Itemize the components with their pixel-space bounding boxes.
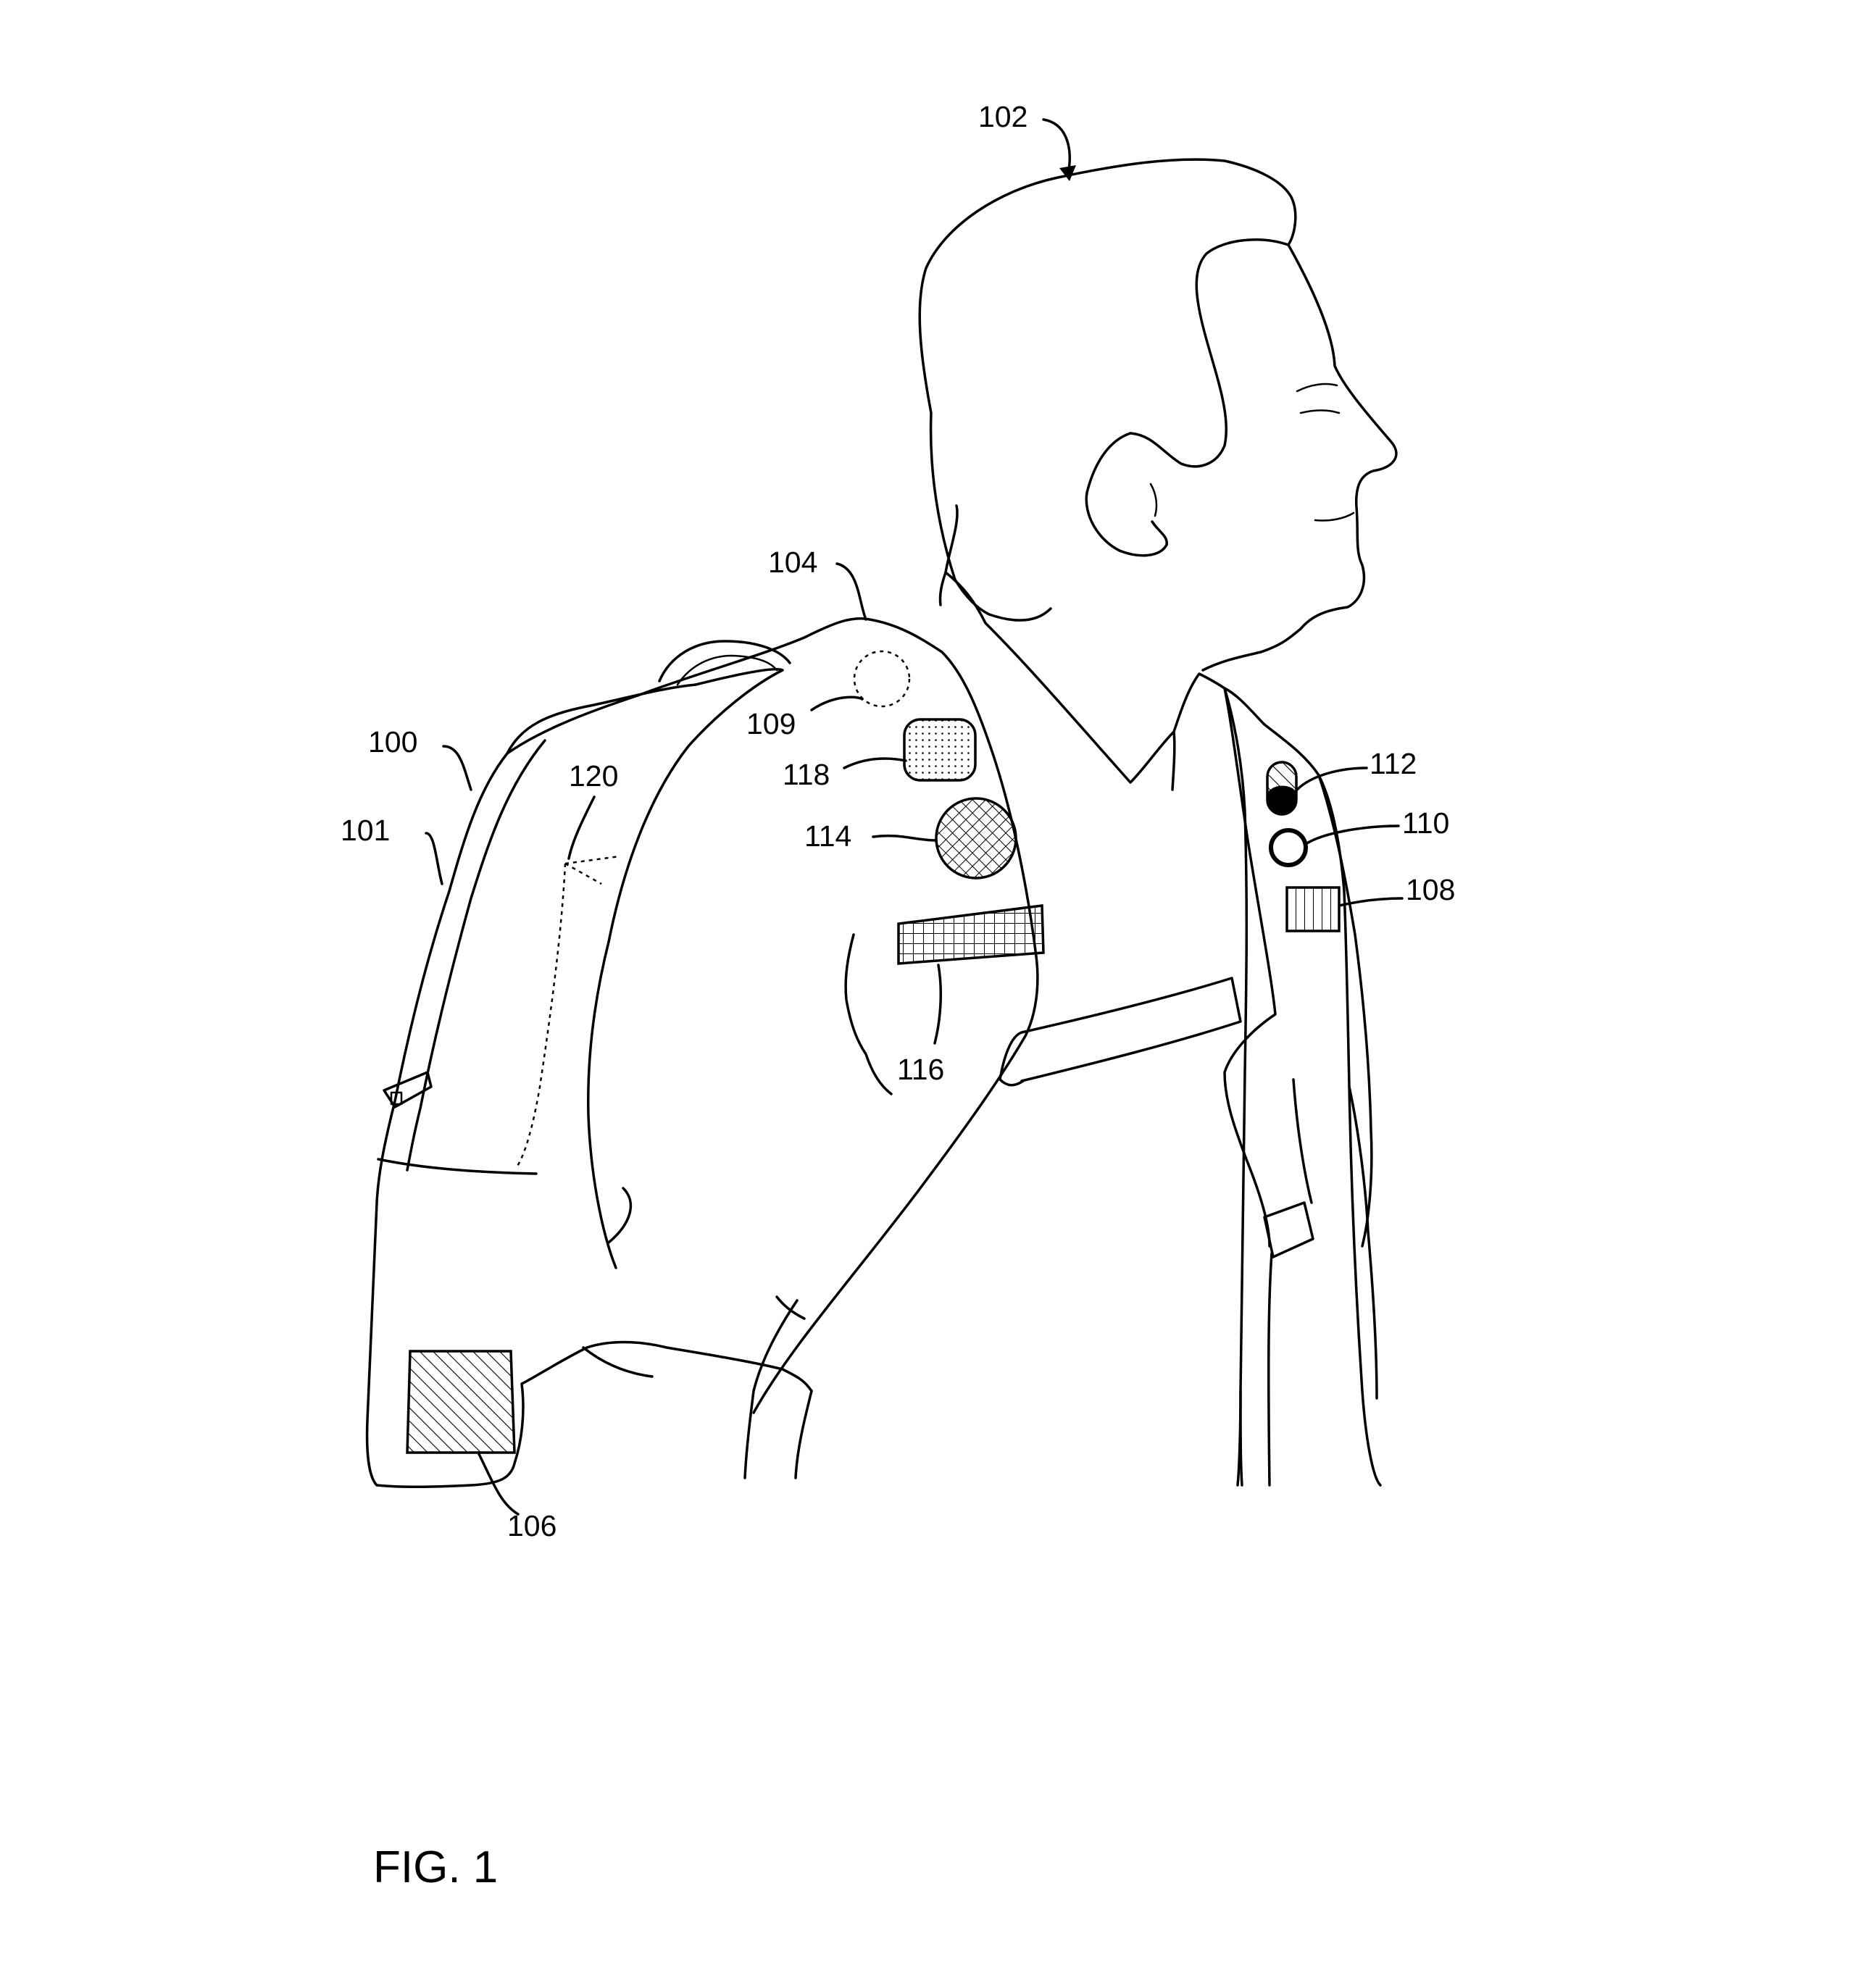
label-108: 108 xyxy=(1406,873,1455,906)
backpack-drawing xyxy=(365,617,1382,1489)
leader-104 xyxy=(835,562,867,621)
label-109: 109 xyxy=(746,707,796,740)
right-strap-lower xyxy=(1239,1252,1273,1487)
right-back-edge xyxy=(1348,1085,1378,1400)
label-116: 116 xyxy=(897,1053,944,1086)
figure-caption: FIG. 1 xyxy=(373,1842,498,1892)
hairline xyxy=(1129,238,1290,468)
pocket-seam xyxy=(377,1158,538,1175)
sleeve-bottom xyxy=(513,1340,813,1465)
mesh-band-116 xyxy=(897,904,1045,965)
inner-sleeve-top xyxy=(564,855,620,885)
leader-101 xyxy=(425,832,443,885)
head-outline xyxy=(918,158,1297,581)
neck-front xyxy=(1201,651,1262,672)
leader-102 xyxy=(1042,118,1071,172)
label-110: 110 xyxy=(1402,806,1449,840)
mouth xyxy=(1314,511,1355,522)
leader-118 xyxy=(843,757,907,769)
label-104: 104 xyxy=(768,546,817,579)
pad-118 xyxy=(903,718,977,782)
forearm-line xyxy=(794,1390,813,1479)
leader-109 xyxy=(810,696,864,711)
leader-100 xyxy=(442,745,472,791)
leader-lines xyxy=(425,118,1404,1516)
eyebrow xyxy=(1296,383,1338,393)
elbow-fold xyxy=(607,1187,632,1244)
label-102: 102 xyxy=(978,100,1027,133)
collar-edge xyxy=(1171,730,1176,791)
reference-labels: 102 104 100 101 120 109 118 114 116 112 … xyxy=(341,100,1455,1542)
back-panel-line xyxy=(743,1299,799,1479)
backpack-panel-edge xyxy=(506,683,697,755)
neck-back xyxy=(954,578,1052,622)
shoulder-strap-inner xyxy=(587,667,784,1269)
label-112: 112 xyxy=(1370,747,1417,780)
right-strap-inner xyxy=(1223,687,1277,1248)
label-100: 100 xyxy=(368,725,417,759)
leader-112 xyxy=(1296,767,1368,791)
backpack-handle xyxy=(658,640,791,682)
leader-114 xyxy=(872,834,938,842)
strap-patch-108 xyxy=(1285,886,1341,932)
leader-106 xyxy=(477,1451,520,1516)
ear-inner xyxy=(1149,483,1158,517)
label-118: 118 xyxy=(783,758,830,791)
label-106: 106 xyxy=(507,1509,556,1542)
backpack-outer-shell xyxy=(365,694,639,1489)
face-profile xyxy=(1259,243,1398,653)
chest-strap xyxy=(1020,977,1242,1082)
far-side-edge xyxy=(1317,774,1373,1248)
ear xyxy=(1085,432,1168,557)
leader-102-arrow xyxy=(1059,165,1076,181)
right-strap-outer xyxy=(1223,687,1382,1487)
eye xyxy=(1299,409,1341,414)
sleeve-crease xyxy=(582,1346,654,1378)
chest-strap-buckle xyxy=(999,1031,1025,1087)
label-101: 101 xyxy=(341,814,390,847)
backpack-inner-contour xyxy=(406,739,546,1172)
bottom-pocket-106 xyxy=(406,1350,516,1454)
leader-108 xyxy=(1338,897,1404,907)
toggle-knob-112 xyxy=(1267,785,1296,814)
collar-fold xyxy=(938,571,947,606)
label-120: 120 xyxy=(569,759,618,793)
leader-116 xyxy=(933,964,942,1045)
leader-120 xyxy=(567,795,596,860)
leader-110 xyxy=(1304,824,1400,845)
zipper-tab xyxy=(390,1091,403,1106)
inner-sleeve-outline xyxy=(515,863,567,1169)
back-crease xyxy=(775,1295,806,1320)
upper-sensor-109 xyxy=(853,650,911,708)
backpack-handle-inner xyxy=(676,654,778,686)
right-strap-slider xyxy=(1263,1201,1314,1258)
speaker-114 xyxy=(935,797,1017,880)
ring-button-110 xyxy=(1269,828,1308,867)
arm-outline xyxy=(844,933,893,1095)
label-114: 114 xyxy=(804,819,851,853)
right-strap-edge xyxy=(1292,1078,1313,1204)
